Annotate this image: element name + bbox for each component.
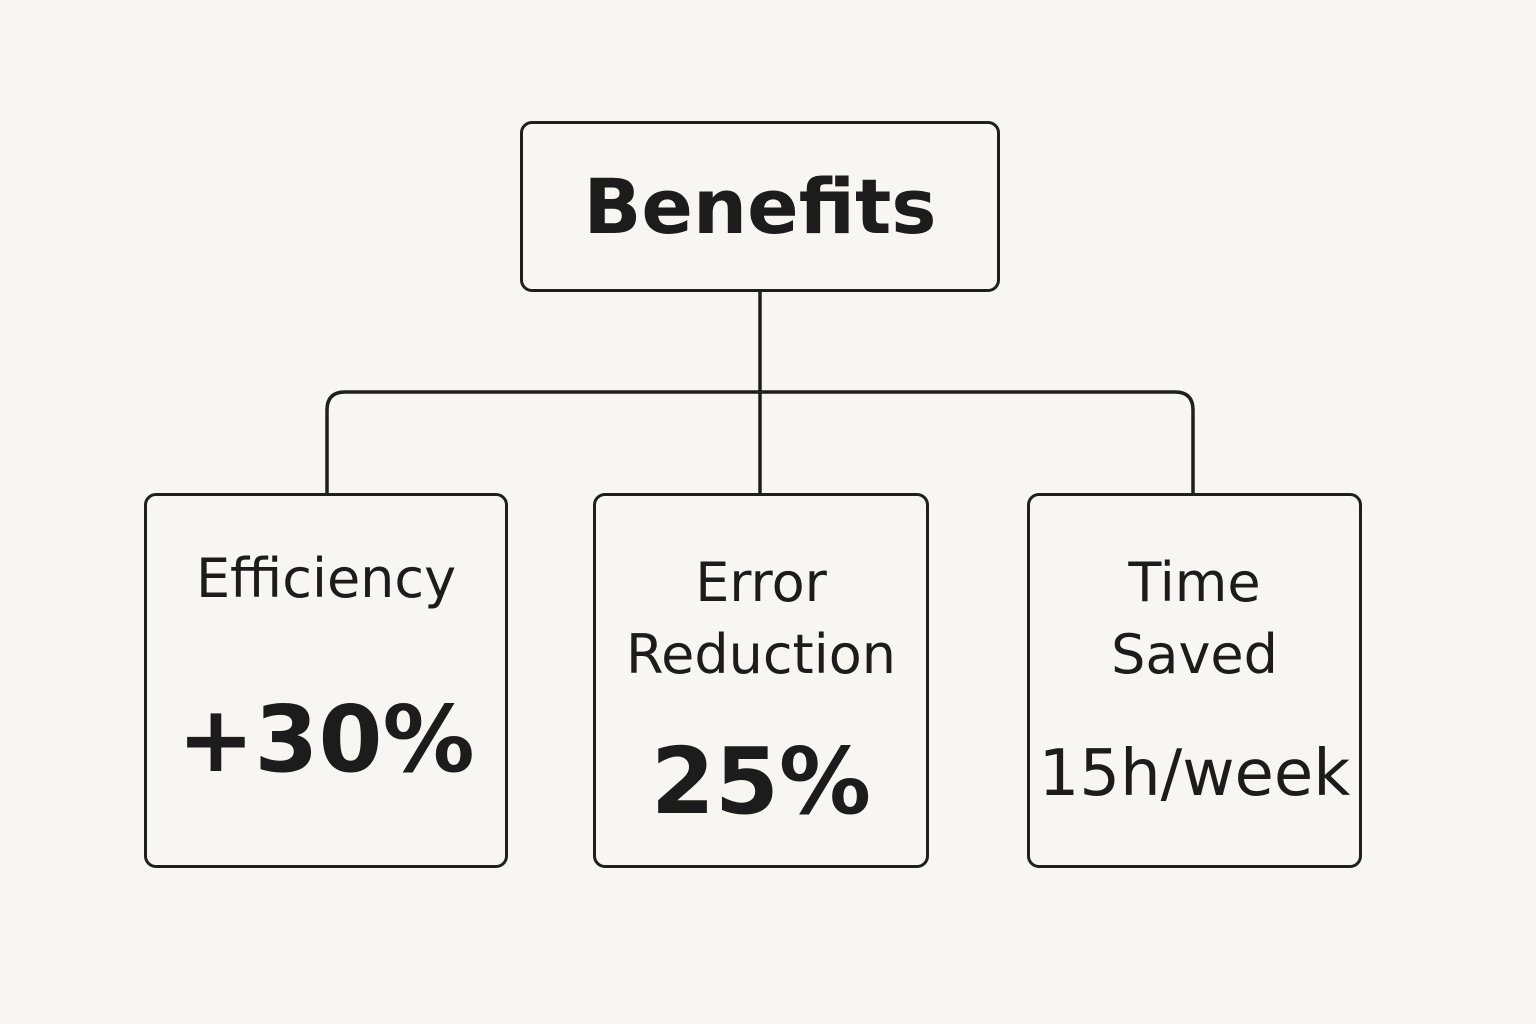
node-efficiency: Efficiency +30% bbox=[144, 493, 508, 868]
node-time-saved: Time Saved 15h/week bbox=[1027, 493, 1362, 868]
node-label-line: Saved bbox=[1111, 623, 1278, 686]
root-node-label: Benefits bbox=[583, 161, 937, 251]
node-label: Time Saved bbox=[1030, 556, 1359, 700]
node-label-line: Error bbox=[695, 551, 827, 614]
node-value: 25% bbox=[650, 728, 872, 835]
node-value: +30% bbox=[177, 686, 475, 793]
root-node-benefits: Benefits bbox=[520, 121, 1000, 292]
node-error-reduction: Error Reduction 25% bbox=[593, 493, 929, 868]
node-label: Error Reduction bbox=[596, 556, 926, 700]
node-label: Efficiency bbox=[147, 552, 505, 624]
node-label-line: Time bbox=[1128, 551, 1261, 614]
node-label-line: Efficiency bbox=[195, 547, 457, 610]
node-value: 15h/week bbox=[1038, 737, 1351, 811]
node-label-line: Reduction bbox=[626, 623, 896, 686]
